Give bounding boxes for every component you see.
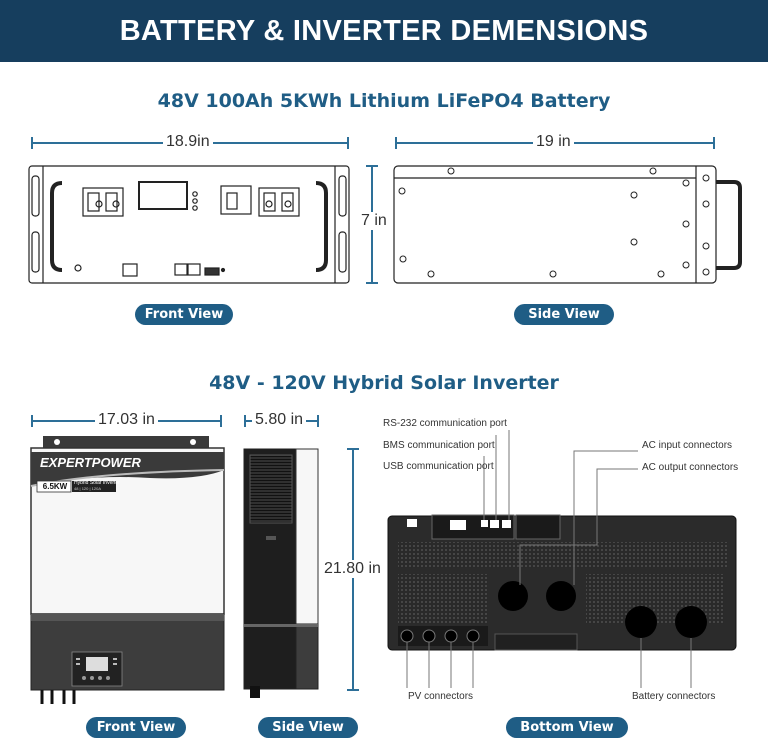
pv-connectors-label: PV connectors [408, 691, 474, 702]
ac-output-label: AC output connectors [642, 462, 739, 473]
battery-front-view-label: Front View [135, 304, 233, 325]
inverter-side-view-label: Side View [258, 717, 358, 738]
inverter-bottom-view-label: Bottom View [506, 717, 628, 738]
header-banner: BATTERY & INVERTER DEMENSIONS [0, 0, 768, 62]
bms-port-label: BMS communication port [383, 440, 495, 451]
battery-side-width-label: 19 in [533, 133, 574, 151]
inverter-front-view [30, 436, 225, 704]
inverter-front-view-label: Front View [86, 717, 186, 738]
ac-input-label: AC input connectors [642, 440, 733, 451]
inverter-height-label: 21.80 in [321, 560, 384, 578]
battery-height-label: 7 in [358, 212, 390, 230]
inverter-bottom-view [387, 514, 737, 651]
battery-side-view-label: Side View [514, 304, 614, 325]
model-description: Hybrid Solar Inverter [74, 480, 120, 486]
battery-front-view [28, 165, 350, 284]
battery-front-width-label: 18.9in [163, 133, 213, 151]
model-spec: 48 | 120 | 120A [74, 486, 101, 491]
battery-title: 48V 100Ah 5KWh Lithium LiFePO4 Battery [157, 90, 611, 112]
callout-leader-lines [406, 430, 692, 688]
brand-logo: EXPERTPOWER [40, 455, 141, 470]
rs232-port-label: RS-232 communication port [383, 418, 507, 429]
page-title: BATTERY & INVERTER DEMENSIONS [119, 14, 649, 47]
usb-port-label: USB communication port [383, 461, 494, 472]
inverter-front-width-label: 17.03 in [95, 411, 158, 429]
battery-connectors-label: Battery connectors [632, 691, 716, 702]
battery-side-view [393, 165, 742, 284]
inverter-side-view [243, 448, 319, 698]
inverter-side-width-label: 5.80 in [252, 411, 307, 429]
inverter-title: 48V - 120V Hybrid Solar Inverter [209, 372, 559, 394]
model-badge: 6.5KW [42, 482, 68, 491]
